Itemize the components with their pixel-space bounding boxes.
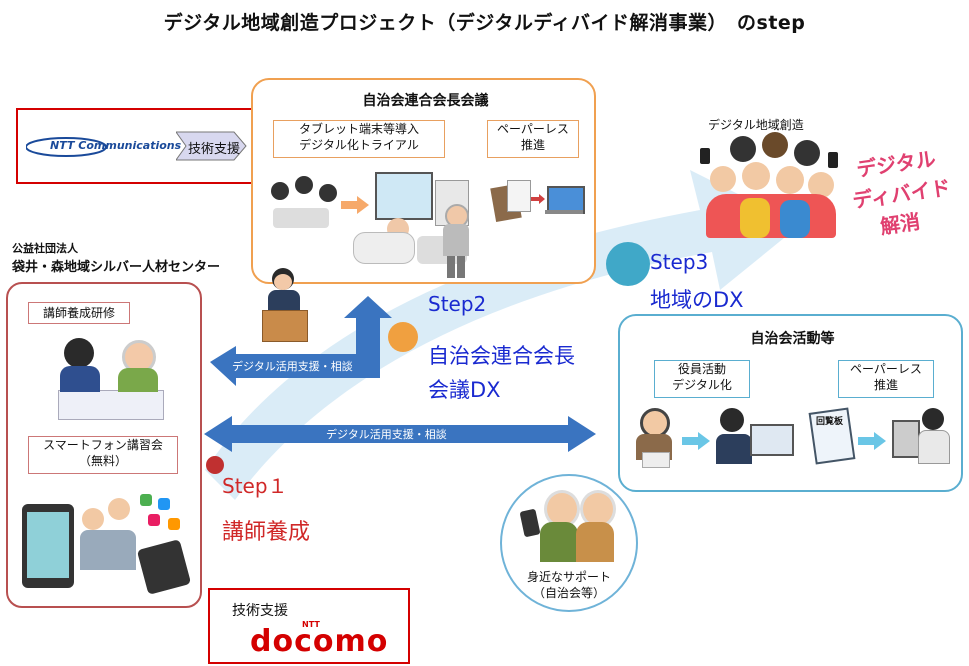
paperless-right-arrow-icon [858,432,886,450]
smartphone-class-illustration [22,494,192,595]
paperless-label: ペーパーレス 推進 [487,120,579,158]
tablet-trial-line1: タブレット端末等導入 [298,122,419,136]
smartphone-class-note: （無料） [78,454,127,468]
smartphone-class-label: スマートフォン講習会 （無料） [28,436,178,474]
local-support-line2: （自治会等） [532,586,605,600]
step2-marker [388,322,418,352]
step2-label: Step2 [428,292,487,316]
upper-support-label: デジタル活用支援・相談 [232,360,353,373]
docomo-support-label: 技術支援 [232,603,288,619]
step3-marker [606,242,650,286]
local-support-circle: 身近なサポート （自治会等） [500,474,638,612]
paperless-line2: 推進 [520,138,545,152]
officer-digital-label: 役員活動 デジタル化 [654,360,750,398]
instructor-training-label: 講師養成研修 [28,302,130,324]
paperless-illustration [490,176,585,226]
officer-arrow-icon [682,432,710,450]
ntt-logo-text: NTT Communications [50,139,182,152]
officer-digital-line2: デジタル化 [672,378,732,392]
step1-description: 講師養成 [222,520,311,545]
local-support-illustration [519,484,618,564]
org-name: 袋井・森地域シルバー人材センター [12,260,221,275]
ntt-support-label: 技術支援 [188,142,241,157]
presenter-at-podium-illustration [262,268,308,342]
docomo-logo: docomo [250,624,389,659]
step2-description-line2: 会議DX [428,378,501,402]
meeting-arrow-icon [341,196,369,214]
lower-support-label: デジタル活用支援・相談 [326,428,447,441]
ntt-communications-box: NTT Communications 技術支援 [16,108,256,184]
ntt-support-arrow: 技術支援 [175,130,248,162]
local-support-line1: 身近なサポート [526,570,611,584]
paperless-arrow-icon [531,194,545,204]
paperless-line1: ペーパーレス [497,122,569,136]
meeting-illustration [267,172,477,272]
tablet-trial-label: タブレット端末等導入 デジタル化トライアル [273,120,445,158]
circular-board-label: 回覧板 [816,417,844,427]
docomo-box: 技術支援 NTT docomo [208,588,410,664]
right-paperless-line1: ペーパーレス [850,362,922,376]
lower-support-arrow [204,416,596,452]
ntt-logo-mark [25,137,107,157]
upper-support-arrow [210,296,392,386]
tablet-trial-line2: デジタル化トライアル [299,138,419,152]
officer-illustration [636,406,806,476]
ntt-logo: NTT Communications [25,136,181,158]
right-paperless-line2: 推進 [873,378,898,392]
circular-board-illustration: 回覧板 [808,406,952,476]
federation-meeting-title: 自治会連合会長会議 [362,93,489,109]
community-label: デジタル地域創造 [708,118,804,132]
page-title: デジタル地域創造プロジェクト（デジタルディバイド解消事業） のstep [163,12,806,34]
step1-label: Step１ [222,474,288,498]
step3-description: 地域のDX [650,288,744,312]
step1-marker [206,456,224,474]
step2-description-line1: 自治会連合会長 [428,344,575,368]
federation-meeting-panel: 自治会連合会長会議 タブレット端末等導入 デジタル化トライアル ペーパーレス 推… [251,78,596,284]
training-illustration [48,332,168,420]
neighborhood-activities-title: 自治会活動等 [750,331,835,347]
step3-label: Step3 [650,250,709,274]
elder-with-tablet-illustration [441,204,471,280]
org-type: 公益社団法人 [12,242,78,255]
right-paperless-label: ペーパーレス 推進 [838,360,934,398]
community-crowd-illustration [700,132,840,242]
docomo-ntt-mark: NTT [302,620,320,629]
neighborhood-activities-panel: 自治会活動等 役員活動 デジタル化 ペーパーレス 推進 回覧板 [618,314,963,492]
digital-divide-line3: 解消 [878,209,922,239]
instructor-panel: 講師養成研修 スマートフォン講習会 （無料） [6,282,202,608]
smartphone-class-title: スマートフォン講習会 [43,438,163,452]
officer-digital-line1: 役員活動 [677,362,726,376]
